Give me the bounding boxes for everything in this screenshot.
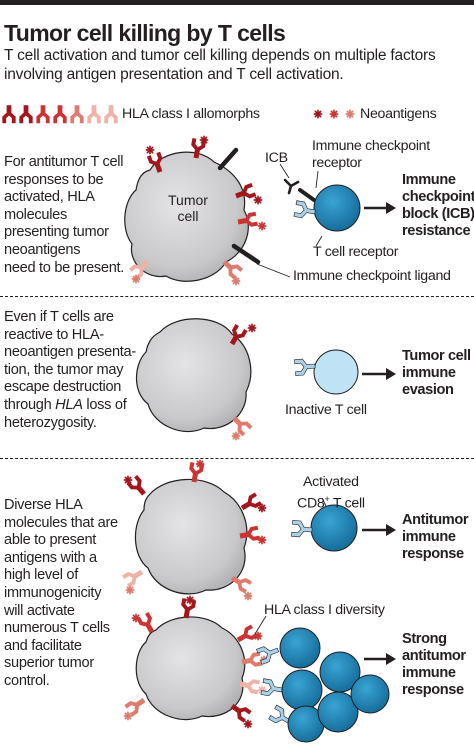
panel1-tcr-label: T cell receptor (313, 244, 399, 260)
panel3-tumor-cell-2 (135, 616, 246, 721)
panel2-tumor-cell (136, 318, 252, 433)
panel1-checkpoint-ligands (217, 147, 261, 265)
legend-neoantigen-label: Neoantigens (360, 106, 437, 122)
panel2-inactive-t-cell-label: Inactive T cell (285, 402, 367, 418)
panel1-tumor-cell (124, 151, 249, 282)
panel2-description: Even if T cells are reactive to HLA- neo… (4, 309, 136, 431)
panel3-outcome-1: Antitumor immune response (402, 512, 469, 562)
panel1-description: For antitumor T cell responses to be act… (4, 154, 125, 276)
panel-separator-1 (0, 296, 474, 297)
panel1-leader-lines (256, 163, 319, 278)
panel-separator-2 (0, 458, 474, 459)
panel1-t-cell (293, 184, 361, 247)
panel3-activated-t-cell (291, 497, 358, 552)
panel1-arrow (364, 202, 396, 214)
panel1-icb-antibody (283, 178, 316, 202)
top-rule (0, 0, 474, 5)
panel2-arrow (362, 368, 396, 380)
panel2-outcome: Tumor cell immune evasion (402, 348, 471, 398)
panel1-checkpoint-receptor-label: Immune checkpoint receptor (312, 138, 430, 171)
panel1-outcome: Immune checkpoint block (ICB) resistance (402, 172, 474, 239)
panel1-tumor-label: Tumor cell (168, 192, 208, 224)
panel3-arrow-1 (362, 524, 396, 536)
panel3-diversity-leader (254, 615, 267, 635)
panel1-icb-label: ICB (265, 150, 288, 166)
panel3-description: Diverse HLA molecules that are able to p… (4, 497, 118, 689)
panel3-activated-t-cell-label: Activated CD8+ T cell (297, 474, 365, 512)
legend-hla-label: HLA class I allomorphs (122, 106, 260, 122)
panel3-arrow-2 (364, 653, 396, 665)
legend-neoantigen-icon (313, 109, 355, 119)
panel3-tumor-cell-1 (134, 478, 248, 595)
figure-title: Tumor cell killing by T cells (4, 20, 286, 46)
panel3-t-cell-cluster (256, 627, 390, 743)
legend-hla-allomorphs-icon (2, 105, 118, 124)
panel3-outcome-2: Strong antitumor immune response (402, 631, 466, 698)
figure-subtitle: T cell activation and tumor cell killing… (4, 47, 436, 83)
panel3-diversity-label: HLA class I diversity (264, 602, 385, 618)
panel2-inactive-t-cell (294, 349, 359, 395)
panel1-checkpoint-ligand-label: Immune checkpoint ligand (293, 268, 451, 284)
